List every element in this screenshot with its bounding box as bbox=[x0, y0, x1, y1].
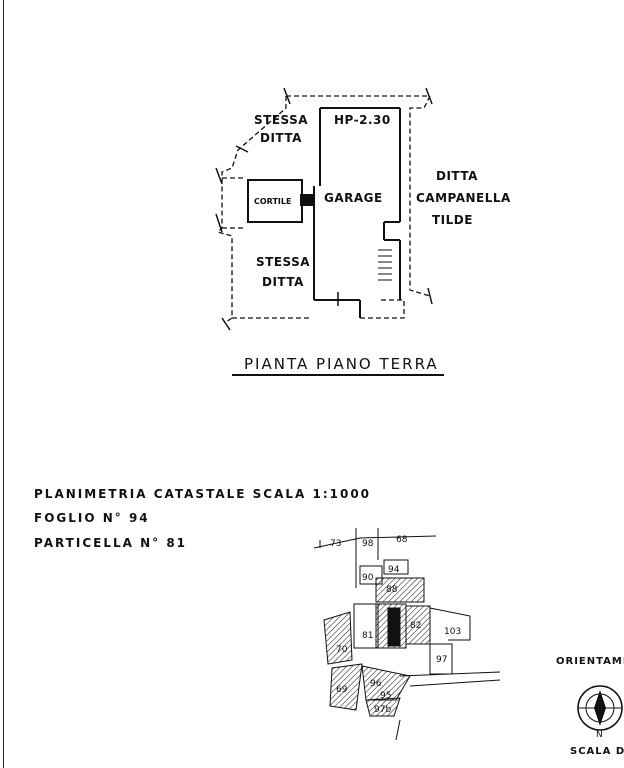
parcel-95: 95 bbox=[380, 691, 391, 701]
label-stessa-top-1: STESSA bbox=[254, 113, 308, 127]
property-boundary bbox=[216, 95, 432, 323]
compass-icon bbox=[577, 685, 623, 731]
label-stessa-bottom-1: STESSA bbox=[256, 255, 310, 269]
label-tilde: TILDE bbox=[432, 213, 473, 227]
parcel-73: 73 bbox=[330, 539, 341, 549]
label-garage: GARAGE bbox=[324, 191, 383, 205]
north-label: N bbox=[596, 730, 603, 740]
parcel-97: 97 bbox=[436, 655, 447, 665]
page-left-border bbox=[3, 0, 4, 768]
parcel-94: 94 bbox=[388, 565, 400, 575]
parcel-98: 98 bbox=[362, 539, 374, 549]
particella-line: PARTICELLA N° 81 bbox=[34, 536, 188, 550]
label-hp: HP-2.30 bbox=[334, 113, 391, 127]
scale-label: SCALA DI bbox=[570, 746, 624, 757]
parcel-96: 96 bbox=[370, 679, 382, 689]
parcel-88: 88 bbox=[386, 585, 398, 595]
foglio-line: FOGLIO N° 94 bbox=[34, 511, 150, 525]
stair-hatch bbox=[378, 249, 392, 281]
parcel-70: 70 bbox=[336, 645, 348, 655]
orientation-label: ORIENTAMEN bbox=[556, 656, 624, 667]
label-campanella: CAMPANELLA bbox=[416, 191, 511, 205]
parcel-82: 82 bbox=[410, 621, 421, 631]
parcel-68: 68 bbox=[396, 535, 408, 545]
cadastral-map bbox=[313, 528, 501, 741]
garage-walls bbox=[313, 107, 401, 318]
plan-title: PIANTA PIANO TERRA bbox=[244, 355, 439, 373]
parcel-90: 90 bbox=[362, 573, 374, 583]
label-ditta-right: DITTA bbox=[436, 169, 478, 183]
door-mark bbox=[300, 194, 314, 206]
parcel-numbers: 73 98 68 90 94 88 70 81 82 103 97 69 96 … bbox=[330, 535, 461, 715]
label-ditta-bottom-2: DITTA bbox=[262, 275, 304, 289]
label-ditta-top-2: DITTA bbox=[260, 131, 302, 145]
parcel-97b: 97b bbox=[374, 705, 391, 715]
label-cortile: CORTILE bbox=[254, 197, 291, 206]
parcel-103: 103 bbox=[444, 627, 461, 637]
plan-title-underline bbox=[232, 374, 444, 376]
boundary-ticks bbox=[215, 87, 433, 331]
parcel-81: 81 bbox=[362, 631, 373, 641]
parcel-69: 69 bbox=[336, 685, 348, 695]
planimetria-line: PLANIMETRIA CATASTALE SCALA 1:1000 bbox=[34, 487, 372, 501]
